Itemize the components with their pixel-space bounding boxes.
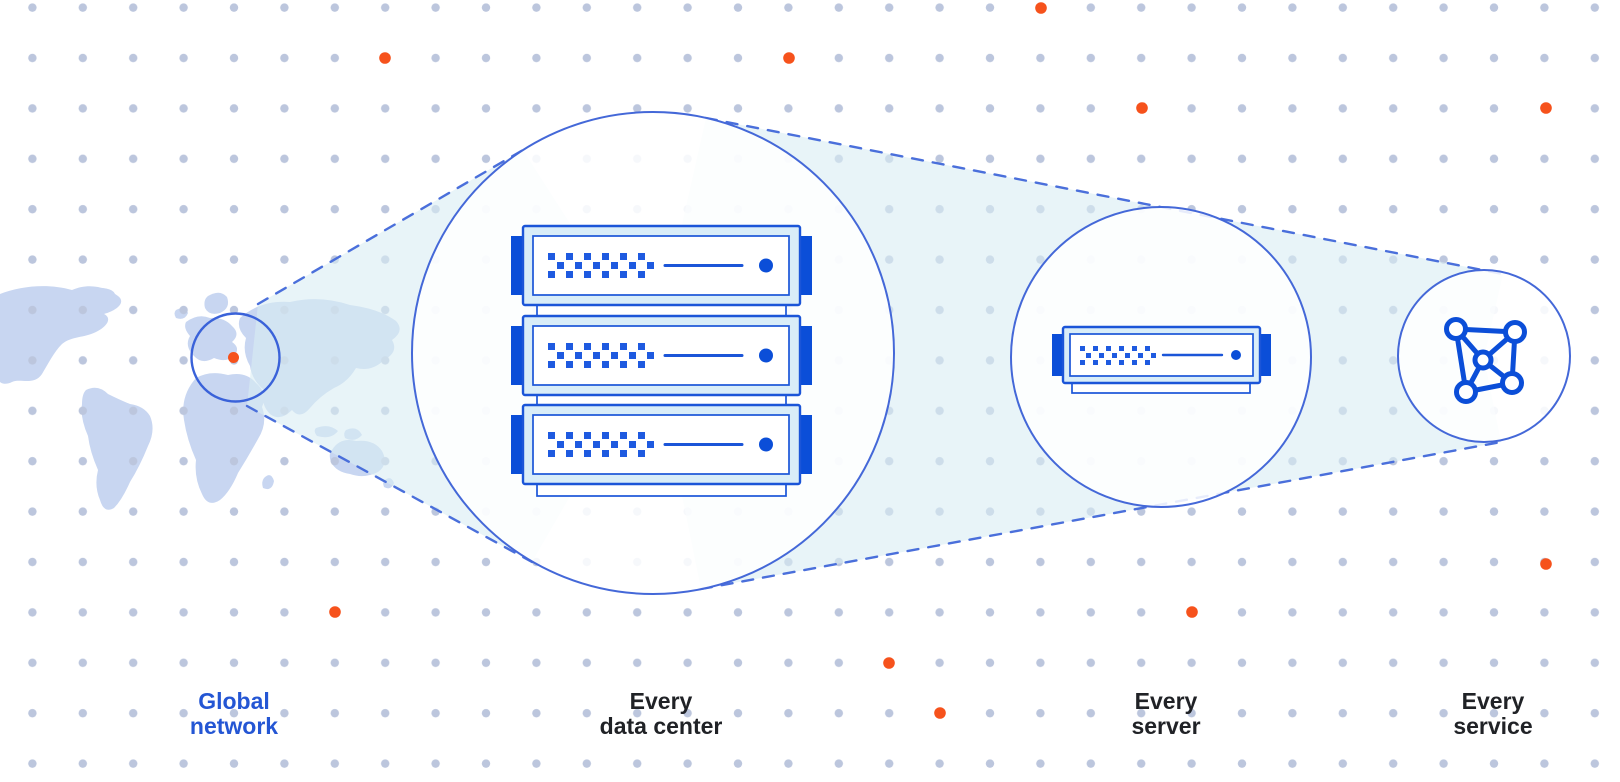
label-line-1: Every [629,688,693,714]
orange-dot [1186,606,1198,618]
orange-dot [1136,102,1148,114]
orange-accent-dots [329,2,1552,719]
label-global-network: Global network [190,689,278,738]
orange-dot [883,657,895,669]
mesh-node [1454,380,1478,404]
map-highlight-ring [190,312,281,403]
orange-dot [1540,102,1552,114]
mesh-center-node [1472,349,1494,371]
orange-dot [1540,558,1552,570]
label-every-service: Every service [1453,689,1532,738]
label-line-2: server [1131,712,1201,739]
label-every-server: Every server [1131,689,1200,738]
dashed-line-bottom-left [245,404,534,564]
orange-dot [329,606,341,618]
label-line-1: Every [1134,688,1198,714]
server-rack-icon [509,224,814,497]
orange-dot [1035,2,1047,14]
label-line-2: data center [599,712,723,739]
dashed-line-bottom-right [699,440,1503,591]
zoom-dashed-lines [245,116,1505,591]
mesh-node [1503,320,1527,344]
label-line-2: network [189,712,279,739]
map-origin-orange-dot [228,352,239,363]
mesh-node [1444,317,1468,341]
dashed-line-top-right [704,116,1505,276]
label-line-1: Global [198,688,270,714]
network-mesh-icon [1444,317,1527,404]
orange-dot [379,52,391,64]
label-every-data-center: Every data center [600,689,723,738]
orange-dot [783,52,795,64]
dashed-line-top-left [256,148,525,306]
server-icon [1050,325,1273,394]
mesh-node [1500,371,1524,395]
label-line-2: service [1453,712,1533,739]
label-line-1: Every [1461,688,1525,714]
orange-dot [934,707,946,719]
